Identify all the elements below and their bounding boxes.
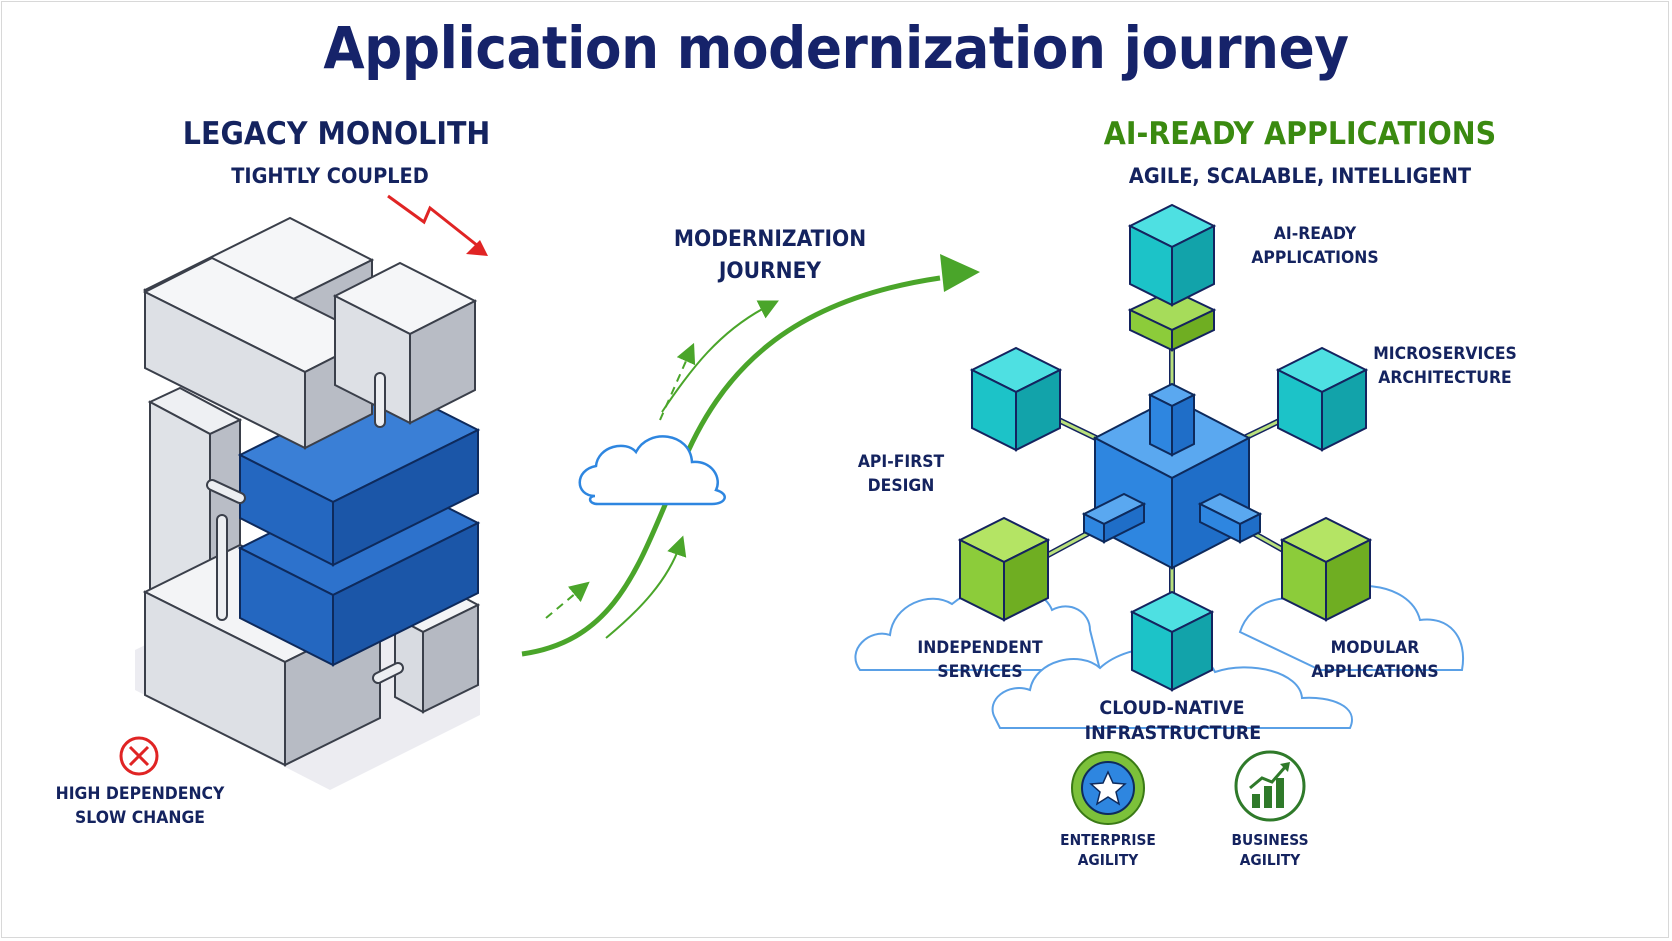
label-microservices: MICROSERVICES ARCHITECTURE	[1367, 342, 1523, 390]
page-title: Application modernization journey	[323, 14, 1349, 82]
legacy-subheading: TIGHTLY COUPLED	[231, 164, 429, 188]
label-business-agility: BUSINESS AGILITY	[1206, 830, 1335, 870]
cloud-icon	[578, 435, 726, 506]
label-indep-line1: INDEPENDENT	[917, 638, 1043, 658]
label-enterprise-agility: ENTERPRISE AGILITY	[1044, 830, 1173, 870]
label-modular-line2: APPLICATIONS	[1311, 662, 1439, 682]
journey-label: MODERNIZATION JOURNEY	[650, 224, 889, 288]
red-down-arrow-icon	[387, 194, 488, 256]
label-ai-ready-line2: APPLICATIONS	[1251, 248, 1379, 268]
modern-subheading: AGILE, SCALABLE, INTELLIGENT	[1128, 164, 1472, 188]
warning-line-1: HIGH DEPENDENCY	[55, 784, 225, 804]
label-independent-services: INDEPENDENT SERVICES	[902, 636, 1058, 684]
star-badge-icon	[1071, 751, 1145, 825]
label-indep-line2: SERVICES	[937, 662, 1023, 682]
legacy-monolith	[135, 216, 481, 790]
growth-chart-icon	[1234, 750, 1306, 822]
label-biz-line1: BUSINESS	[1231, 831, 1309, 849]
hub-diagram	[957, 203, 1373, 692]
label-ent-line2: AGILITY	[1077, 851, 1139, 869]
legacy-heading: LEGACY MONOLITH	[182, 116, 491, 152]
label-modular-line1: MODULAR	[1330, 638, 1420, 658]
label-micro-line1: MICROSERVICES	[1373, 344, 1517, 364]
label-cloud-line1: CLOUD-NATIVE	[1099, 697, 1245, 719]
label-ai-ready-line1: AI-READY	[1273, 224, 1357, 244]
label-micro-line2: ARCHITECTURE	[1378, 368, 1512, 388]
label-cloud-native: CLOUD-NATIVE INFRASTRUCTURE	[1084, 696, 1262, 746]
label-api-line2: DESIGN	[867, 476, 935, 496]
label-biz-line2: AGILITY	[1239, 851, 1301, 869]
legacy-warning: HIGH DEPENDENCY SLOW CHANGE	[48, 782, 232, 830]
label-ent-line1: ENTERPRISE	[1060, 831, 1156, 849]
journey-line-2: JOURNEY	[718, 259, 822, 284]
modern-heading: AI-READY APPLICATIONS	[1103, 116, 1497, 152]
warning-line-2: SLOW CHANGE	[75, 808, 205, 828]
journey-line-1: MODERNIZATION	[673, 227, 867, 252]
label-ai-ready: AI-READY APPLICATIONS	[1237, 222, 1393, 270]
red-x-circle-icon	[119, 736, 159, 776]
label-cloud-line2: INFRASTRUCTURE	[1084, 722, 1262, 744]
label-api-first: API-FIRST DESIGN	[832, 450, 970, 498]
label-api-line1: API-FIRST	[857, 452, 945, 472]
label-modular-applications: MODULAR APPLICATIONS	[1297, 636, 1453, 684]
